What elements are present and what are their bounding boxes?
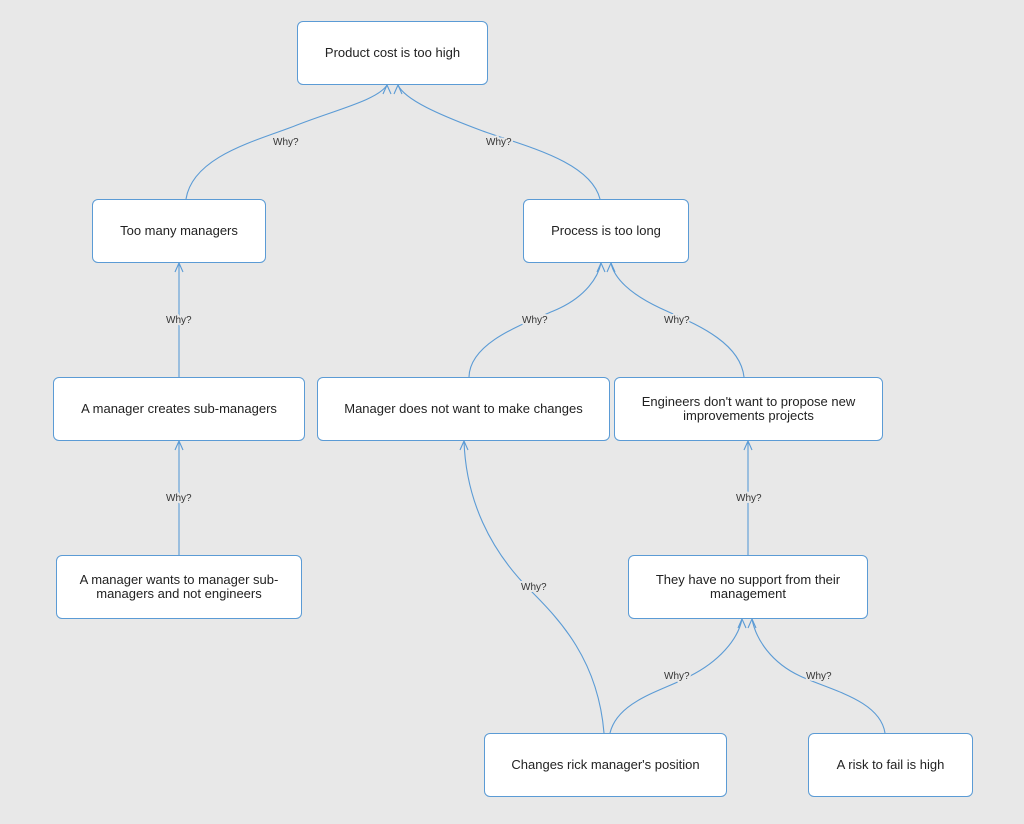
node-label: They have no support from their manageme…: [655, 572, 841, 601]
edge-engineers-to-process: Why?: [606, 261, 745, 378]
node-changes-risk[interactable]: Changes rick manager's position: [484, 733, 727, 797]
node-process-too-long[interactable]: Process is too long: [523, 199, 689, 263]
node-risk-fail[interactable]: A risk to fail is high: [808, 733, 973, 797]
edge-label: Why?: [521, 582, 547, 593]
node-no-support[interactable]: They have no support from their manageme…: [628, 555, 868, 619]
edge-manager-wants-to-manager-creates: Why?: [164, 439, 194, 555]
edge-no-support-to-engineers: Why?: [734, 439, 764, 555]
edge-process-to-product-cost: Why?: [393, 83, 601, 200]
edge-label: Why?: [486, 137, 512, 148]
edge-too-many-managers-to-product-cost: Why?: [185, 83, 392, 200]
node-label: Manager does not want to make changes: [344, 401, 583, 416]
node-label: Process is too long: [551, 223, 661, 238]
node-manager-creates-sub-managers[interactable]: A manager creates sub-managers: [53, 377, 305, 441]
node-label: A risk to fail is high: [836, 757, 945, 772]
edge-label: Why?: [664, 315, 690, 326]
node-engineers-no-propose[interactable]: Engineers don't want to propose new impr…: [614, 377, 883, 441]
edge-label: Why?: [522, 315, 548, 326]
node-label: Changes rick manager's position: [511, 757, 700, 772]
edge-label: Why?: [166, 493, 192, 504]
node-label: Engineers don't want to propose new impr…: [641, 394, 856, 423]
edge-label: Why?: [273, 137, 299, 148]
node-label: Too many managers: [120, 223, 238, 238]
edge-changes-risk-to-manager-no-change: Why?: [459, 439, 605, 734]
edge-risk-fail-to-no-support: Why?: [747, 617, 886, 734]
node-manager-no-change[interactable]: Manager does not want to make changes: [317, 377, 610, 441]
node-label: A manager wants to manager sub-managers …: [79, 572, 279, 601]
node-manager-wants[interactable]: A manager wants to manager sub-managers …: [56, 555, 302, 619]
node-label: Product cost is too high: [324, 45, 461, 60]
edge-changes-risk-to-no-support: Why?: [609, 617, 747, 734]
edge-label: Why?: [166, 315, 192, 326]
node-label: A manager creates sub-managers: [81, 401, 277, 416]
node-product-cost[interactable]: Product cost is too high: [297, 21, 488, 85]
edge-label: Why?: [736, 493, 762, 504]
edge-manager-creates-to-too-many-managers: Why?: [164, 261, 194, 377]
edge-manager-no-change-to-process: Why?: [468, 261, 606, 378]
edge-label: Why?: [664, 671, 690, 682]
edge-label: Why?: [806, 671, 832, 682]
node-too-many-managers[interactable]: Too many managers: [92, 199, 266, 263]
